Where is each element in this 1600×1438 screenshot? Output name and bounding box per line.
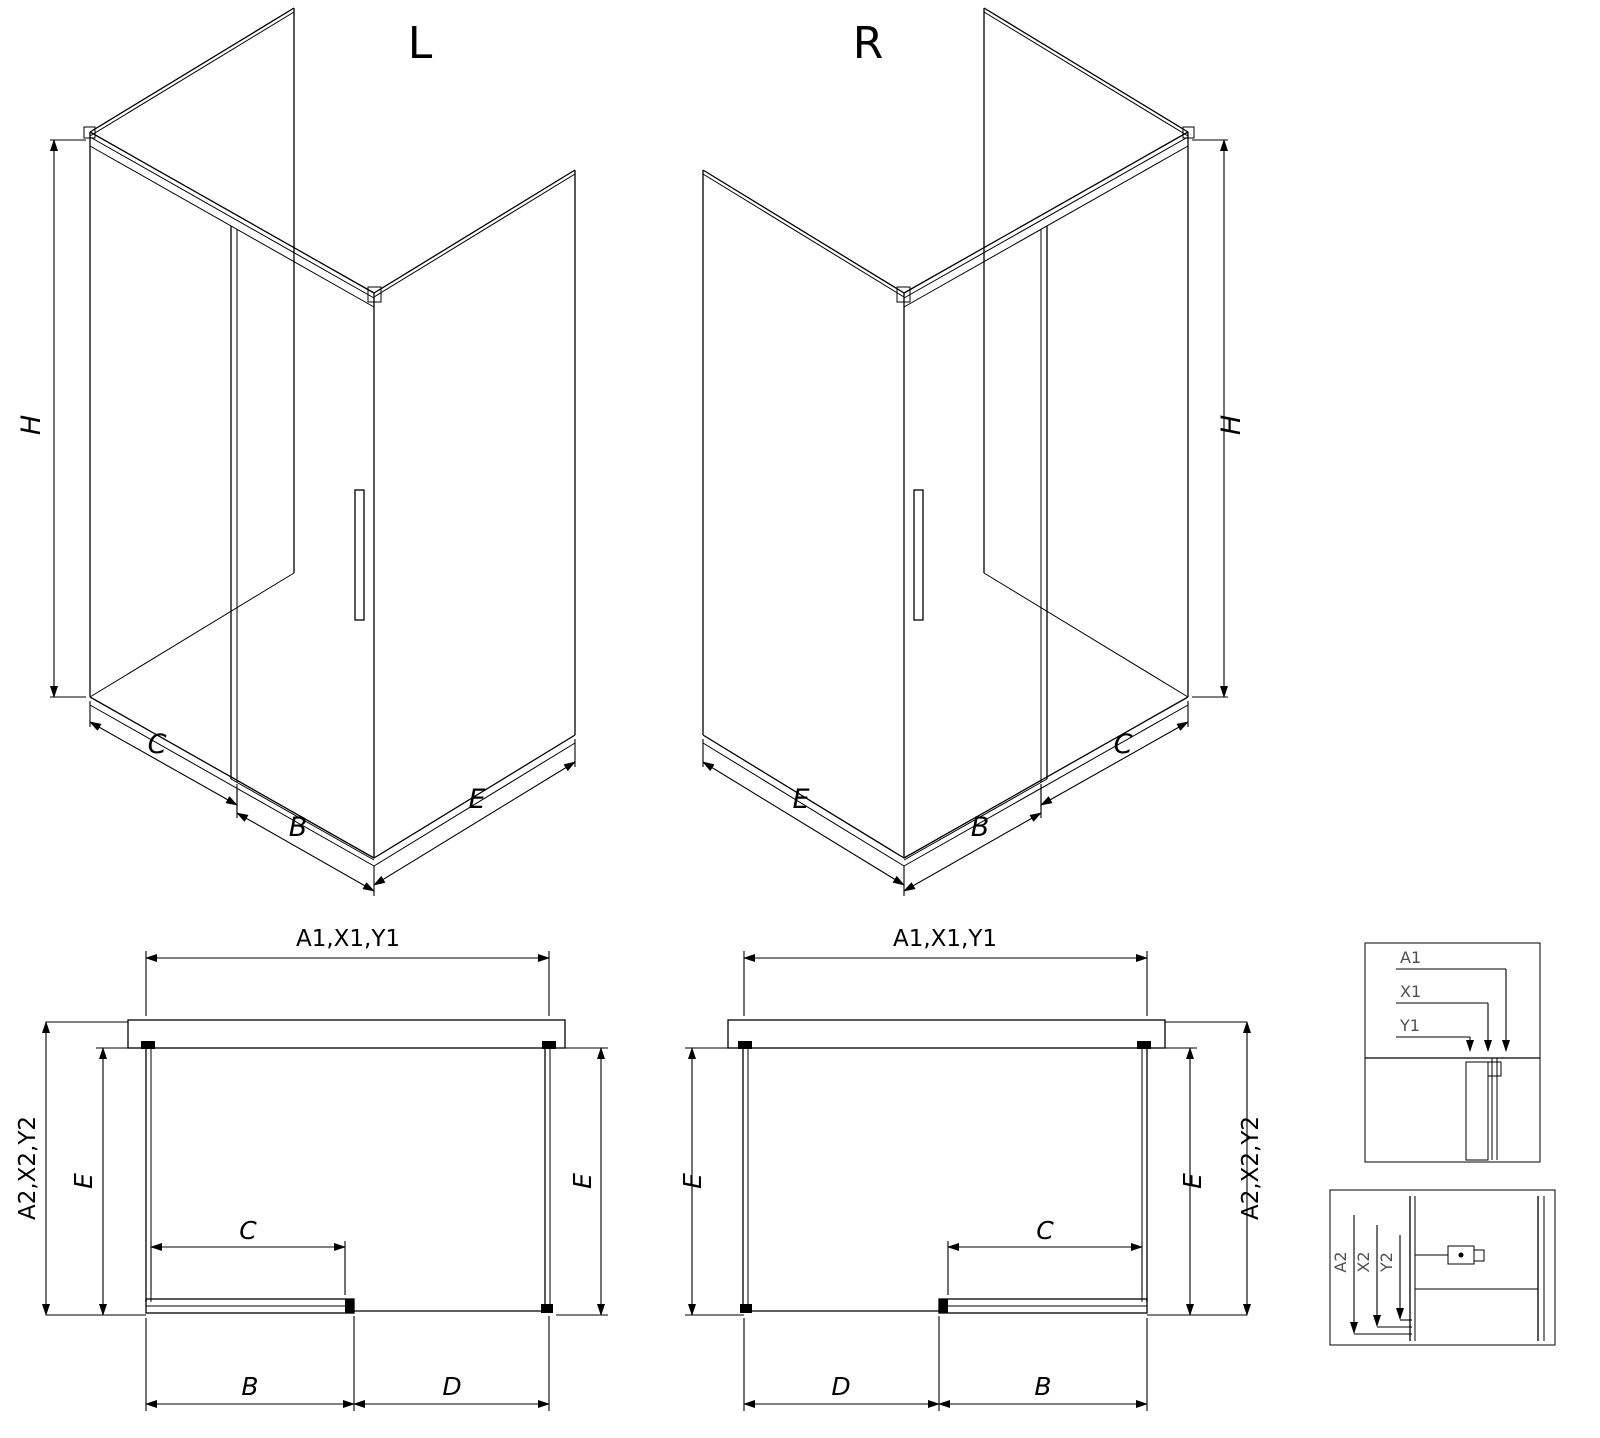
dimension-e-right-side: E — [556, 1047, 608, 1316]
detail-label-a2: A2 — [1331, 1251, 1350, 1272]
wall-profile-left — [141, 1041, 155, 1049]
dim-label-c: C — [1036, 1216, 1054, 1245]
door-end-cap — [939, 1299, 948, 1313]
dimension-a1-left: A1,X1,Y1 — [145, 926, 550, 1016]
dimension-b-right: B — [903, 788, 1042, 896]
right-panel-top — [373, 169, 576, 294]
dimension-b-left: B — [236, 788, 375, 896]
door-end-cap — [345, 1299, 354, 1313]
dimension-e-left: E — [373, 739, 576, 886]
dim-label-c: C — [1114, 729, 1133, 760]
front-bottom-edge — [903, 696, 1189, 859]
dimension-a1-right: A1,X1,Y1 — [743, 926, 1148, 1016]
detail-frame — [1364, 942, 1541, 1163]
dim-label-h: H — [16, 415, 47, 435]
detail-label-y2: Y2 — [1377, 1252, 1396, 1273]
tray-front-edge — [903, 704, 1189, 867]
dim-label-a1: A1,X1,Y1 — [893, 926, 997, 952]
wall-profile-right — [1137, 1041, 1151, 1049]
dimension-h-left: H — [16, 139, 86, 698]
view-title-left: L — [408, 18, 433, 69]
profile-detail — [1487, 1061, 1502, 1077]
detail-label-x2: X2 — [1354, 1251, 1373, 1272]
right-panel-top — [983, 7, 1189, 133]
dimension-bd-plan-left: B D — [145, 1316, 550, 1411]
plan-structure-left — [141, 1041, 556, 1314]
left-panel-top — [89, 7, 295, 133]
front-bottom-edge — [89, 696, 375, 859]
dim-label-b: B — [241, 1372, 258, 1401]
corner-profile — [541, 1304, 553, 1313]
dimension-h-right: H — [1192, 139, 1247, 698]
door-handle — [354, 489, 365, 621]
dimension-e-left-inner: E — [69, 1047, 146, 1316]
wall-hatch — [1465, 1061, 1489, 1161]
dim-label-d: D — [831, 1372, 850, 1401]
wall-bracket — [83, 126, 96, 139]
dim-label-e: E — [1178, 1173, 1207, 1189]
dim-label-a2: A2,X2,Y2 — [1238, 1116, 1264, 1220]
dimension-db-plan-right: D B — [743, 1316, 1148, 1411]
dimension-e-right-inner: E — [1147, 1047, 1207, 1316]
door-handle — [913, 489, 924, 621]
corner-bracket — [896, 286, 911, 303]
plan-view-left: A1,X1,Y1 A2,X2,Y2 E E C — [15, 926, 608, 1411]
dim-label-e: E — [568, 1173, 597, 1189]
detail-label-a1: A1 — [1400, 948, 1421, 967]
dim-label-a1: A1,X1,Y1 — [296, 926, 400, 952]
wall-bracket — [1182, 126, 1195, 139]
dim-label-a2: A2,X2,Y2 — [15, 1116, 41, 1220]
detail-label-x1: X1 — [1400, 982, 1421, 1001]
dim-label-e: E — [69, 1173, 98, 1189]
wall-profile-left — [738, 1041, 752, 1049]
dim-label-c: C — [148, 729, 167, 760]
detail-frame — [1329, 1189, 1556, 1346]
corner-profile — [740, 1304, 752, 1313]
dimension-c-right: C — [1040, 701, 1189, 810]
plan-view-right: A1,X1,Y1 A2,X2,Y2 E E C — [678, 926, 1264, 1411]
iso-view-left: L — [16, 7, 576, 896]
dim-label-h: H — [1216, 415, 1247, 435]
view-title-right: R — [853, 18, 884, 69]
plan-structure-right — [738, 1041, 1151, 1314]
roller-detail — [1473, 1249, 1485, 1262]
left-panel-top — [702, 169, 905, 294]
door-track-top — [89, 131, 375, 294]
door-track-top — [903, 131, 1189, 294]
right-panel-bottom — [983, 572, 1189, 698]
dimension-e-left-side: E — [678, 1047, 744, 1316]
dimension-a2-left: A2,X2,Y2 — [15, 1021, 146, 1316]
wall-section — [127, 1019, 566, 1049]
dimension-a2-right: A2,X2,Y2 — [1147, 1021, 1264, 1316]
wall-section — [727, 1019, 1166, 1049]
dim-label-e: E — [468, 784, 485, 815]
detail-view-bottom: A2 X2 Y2 — [1329, 1189, 1556, 1346]
detail-view-top: A1 X1 Y1 — [1364, 942, 1541, 1163]
dim-label-b: B — [1034, 1372, 1051, 1401]
dim-label-d: D — [442, 1372, 461, 1401]
left-panel-bottom — [89, 572, 295, 698]
detail-label-y1: Y1 — [1399, 1016, 1420, 1035]
dim-label-c: C — [239, 1216, 257, 1245]
tray-front-edge — [89, 704, 375, 867]
dim-label-b: B — [971, 812, 990, 843]
dimension-c-plan-left: C — [150, 1216, 346, 1295]
dimension-e-right: E — [702, 739, 905, 886]
dimension-c-plan-right: C — [947, 1216, 1143, 1295]
roller-pin — [1458, 1252, 1464, 1258]
dim-label-e: E — [678, 1173, 707, 1189]
wall-profile-right — [542, 1041, 556, 1049]
dim-label-b: B — [289, 812, 308, 843]
iso-view-right: R — [702, 7, 1247, 896]
corner-bracket — [367, 286, 382, 303]
dim-label-e: E — [792, 784, 809, 815]
